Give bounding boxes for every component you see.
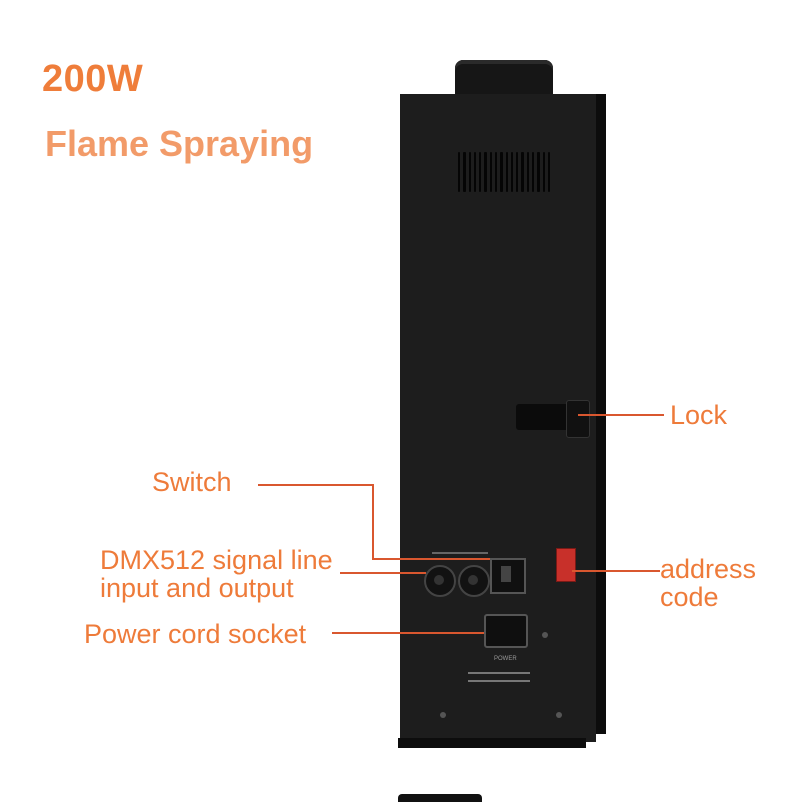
vent-grille bbox=[458, 152, 551, 192]
product-wattage-title: 200W bbox=[42, 58, 144, 100]
dmx-output-connector bbox=[458, 565, 490, 597]
dmx-label-line1: DMX512 signal line bbox=[100, 545, 333, 575]
address-label-line2: code bbox=[660, 582, 719, 612]
address-label-line1: address bbox=[660, 554, 757, 584]
dmx-label-line2: input and output bbox=[100, 573, 294, 603]
lock-label: Lock bbox=[670, 400, 728, 430]
bottom-tab bbox=[398, 794, 482, 802]
lock-hasp bbox=[566, 400, 590, 438]
address-leader-line bbox=[572, 570, 660, 572]
dmx-input-connector bbox=[424, 565, 456, 597]
switch-leader-line-h bbox=[258, 484, 374, 486]
spec-text-line bbox=[468, 680, 530, 682]
switch-leader-line-end bbox=[372, 558, 490, 560]
screw bbox=[542, 632, 548, 638]
lock-leader-line bbox=[578, 414, 664, 416]
screw bbox=[556, 712, 562, 718]
power-socket-callout: Power cord socket bbox=[84, 619, 307, 649]
power-cord-socket bbox=[484, 614, 528, 648]
screw bbox=[440, 712, 446, 718]
power-socket-label: POWER bbox=[494, 656, 517, 662]
machine-base bbox=[398, 738, 586, 748]
dmx-bracket-line bbox=[432, 552, 488, 554]
switch-label: Switch bbox=[152, 467, 232, 497]
spec-text-line bbox=[468, 672, 530, 674]
power-switch-rocker bbox=[501, 566, 511, 582]
product-name-title: Flame Spraying bbox=[45, 124, 314, 164]
power-leader-line bbox=[332, 632, 484, 634]
dmx-leader-line bbox=[340, 572, 426, 574]
address-dip-switch bbox=[556, 548, 576, 582]
switch-leader-line-v bbox=[372, 484, 374, 560]
